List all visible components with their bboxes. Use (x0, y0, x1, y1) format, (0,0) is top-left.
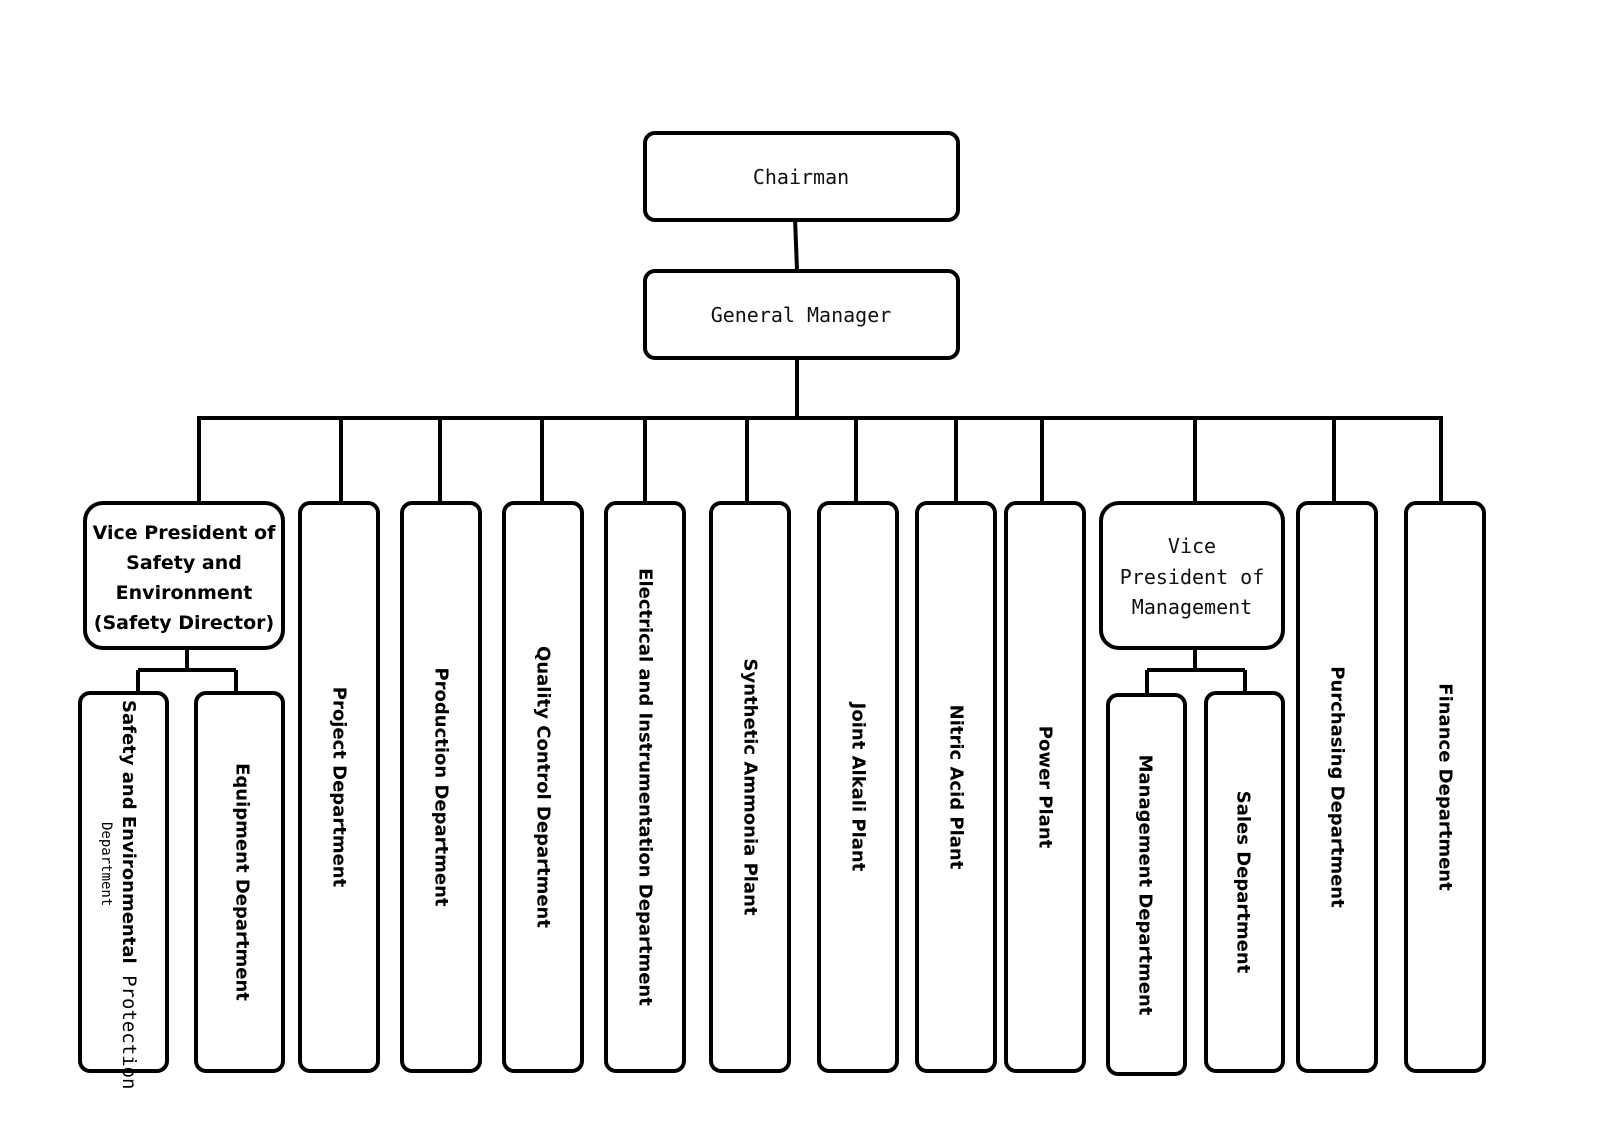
vp-management-children: Management Department Sales Department (1106, 691, 1285, 1076)
project-dept-label: Project Department (329, 687, 350, 888)
safety-environmental-dept-line-2: Department (98, 822, 114, 906)
purchasing-dept-label: Purchasing Department (1327, 666, 1348, 908)
vp-safety-line-1: Vice President of (93, 522, 276, 544)
finance-dept-label: Finance Department (1435, 683, 1456, 891)
quality-control-dept-label: Quality Control Department (533, 646, 554, 928)
electrical-instrumentation-dept-label: Electrical and Instrumentation Departmen… (635, 568, 656, 1006)
power-plant-label: Power Plant (1035, 726, 1056, 849)
safety-environmental-dept-node: Safety and Environmental Protection Depa… (78, 691, 169, 1089)
nitric-acid-plant-label: Nitric Acid Plant (946, 705, 967, 870)
general-manager-label: General Manager (711, 303, 892, 327)
vp-safety-line-4: (Safety Director) (94, 612, 274, 634)
general-manager-node: General Manager (643, 269, 960, 360)
vp-management-line-2: President of (1120, 565, 1265, 589)
production-dept-label: Production Department (431, 667, 452, 906)
vp-safety-node: Vice President of Safety and Environment… (83, 501, 285, 650)
vp-safety-line-2: Safety and (126, 552, 242, 574)
right-department-nodes: Purchasing Department Finance Department (1296, 501, 1486, 1073)
chairman-node: Chairman (643, 131, 960, 222)
vp-management-line-3: Management (1132, 595, 1252, 619)
vp-management-line-1: Vice (1168, 534, 1216, 558)
vp-safety-line-3: Environment (116, 582, 253, 604)
equipment-dept-label: Equipment Department (232, 763, 253, 1001)
management-dept-label: Management Department (1135, 755, 1156, 1016)
chairman-gm-connector (793, 217, 799, 271)
chairman-label: Chairman (753, 165, 849, 189)
safety-environmental-dept-line-1: Safety and Environmental Protection (118, 700, 140, 1089)
synthetic-ammonia-plant-label: Synthetic Ammonia Plant (740, 659, 761, 916)
department-nodes: Project Department Production Department… (298, 501, 1086, 1073)
equipment-dept-node: Equipment Department (194, 691, 285, 1073)
joint-alkali-plant-label: Joint Alkali Plant (848, 701, 869, 872)
sales-dept-label: Sales Department (1233, 791, 1254, 974)
vp-management-node: Vice President of Management (1099, 501, 1285, 650)
connectors (136, 217, 1443, 696)
